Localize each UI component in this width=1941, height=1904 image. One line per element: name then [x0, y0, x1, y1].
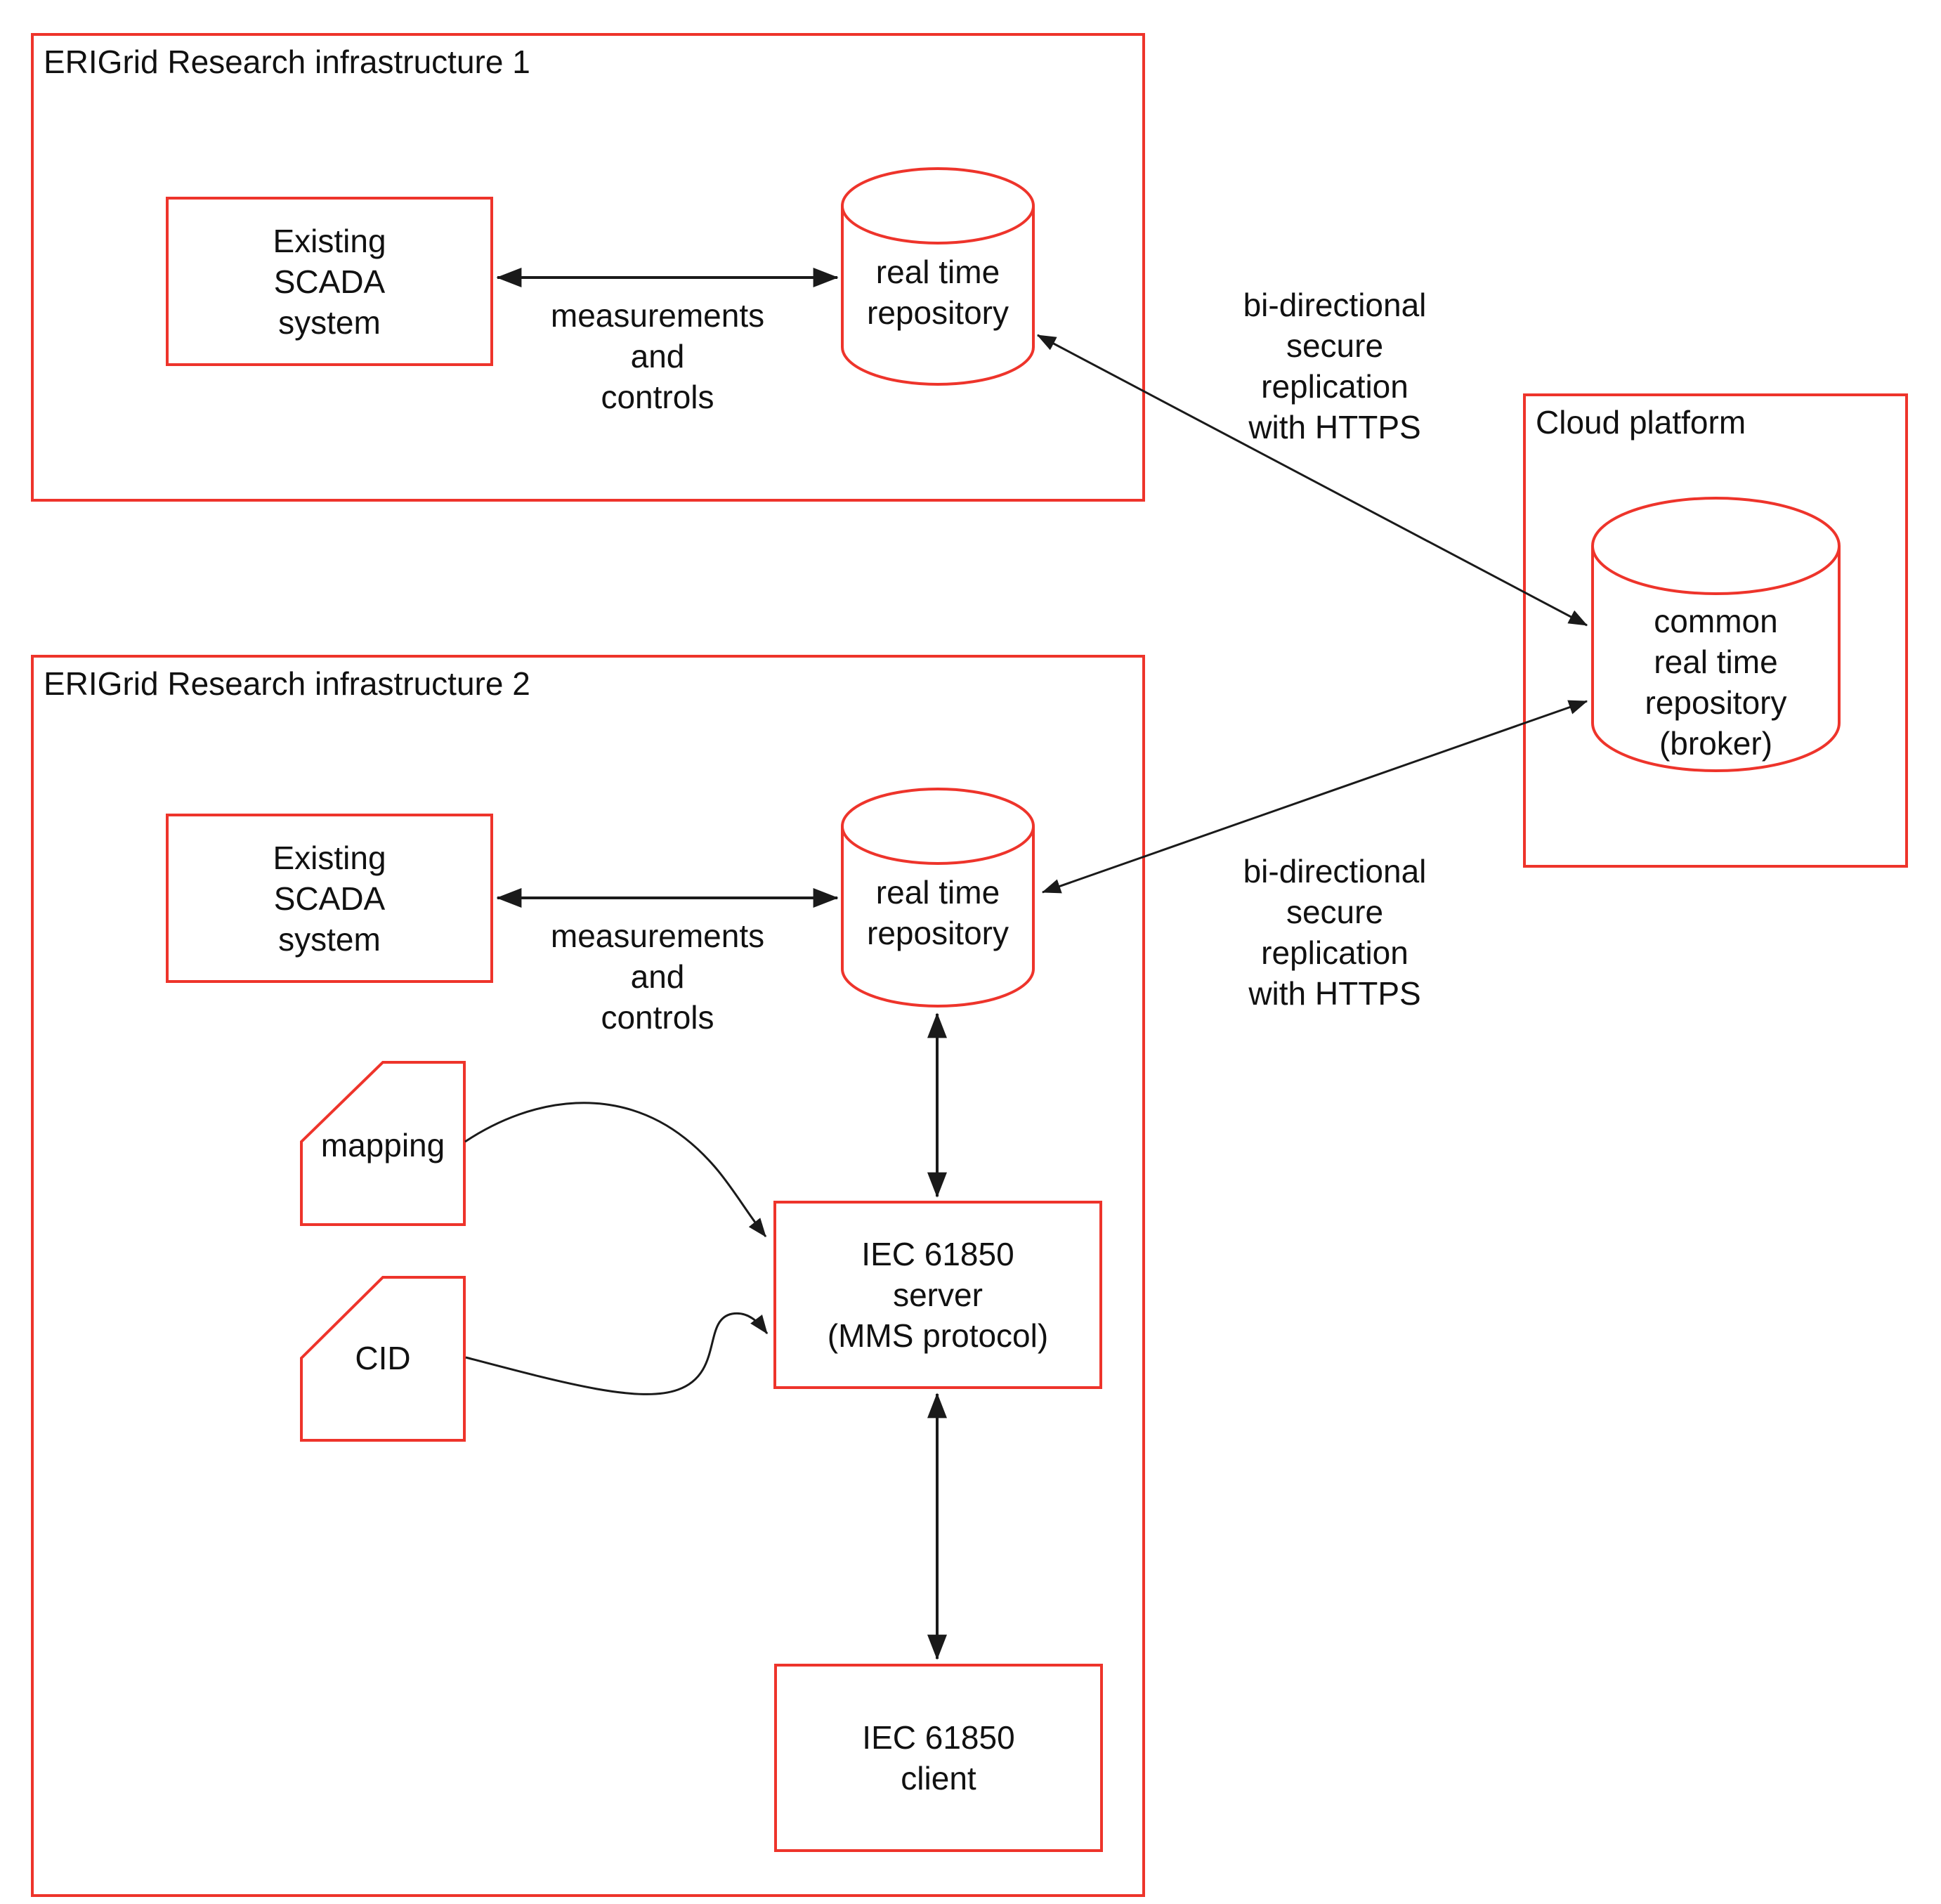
node-common-repo-label: common real time repository (broker) [1645, 603, 1787, 762]
node-iec61850-server-label: IEC 61850 server (MMS protocol) [827, 1236, 1049, 1354]
group-infrastructure-1: ERIGrid Research infrastructure 1 [31, 33, 1145, 502]
edge-label-replication-bottom: bi-directional secure replication with H… [1243, 853, 1427, 1012]
node-scada-2-label: Existing SCADA system [273, 839, 386, 958]
node-scada-2: Existing SCADA system [166, 814, 493, 983]
group-infrastructure-1-title: ERIGrid Research infrastructure 1 [44, 44, 530, 80]
group-cloud-platform-title: Cloud platform [1536, 404, 1746, 441]
edge-label-measurements-1: measurements and controls [550, 297, 765, 415]
node-scada-1-label: Existing SCADA system [273, 222, 386, 341]
group-infrastructure-2: ERIGrid Research infrastructure 2 [31, 655, 1145, 1897]
node-repo-2-label: real time repository [867, 874, 1009, 951]
edge-label-replication-top: bi-directional secure replication with H… [1243, 287, 1427, 445]
node-scada-1: Existing SCADA system [166, 197, 493, 366]
node-repo-1-label: real time repository [867, 254, 1009, 331]
node-iec61850-client: IEC 61850 client [774, 1664, 1103, 1852]
node-cid-label: CID [355, 1340, 411, 1376]
node-iec61850-server: IEC 61850 server (MMS protocol) [773, 1201, 1102, 1389]
edge-label-measurements-2: measurements and controls [550, 918, 765, 1036]
group-infrastructure-2-title: ERIGrid Research infrastructure 2 [44, 665, 530, 702]
node-iec61850-client-label: IEC 61850 client [862, 1719, 1015, 1797]
node-mapping-label: mapping [320, 1127, 445, 1163]
